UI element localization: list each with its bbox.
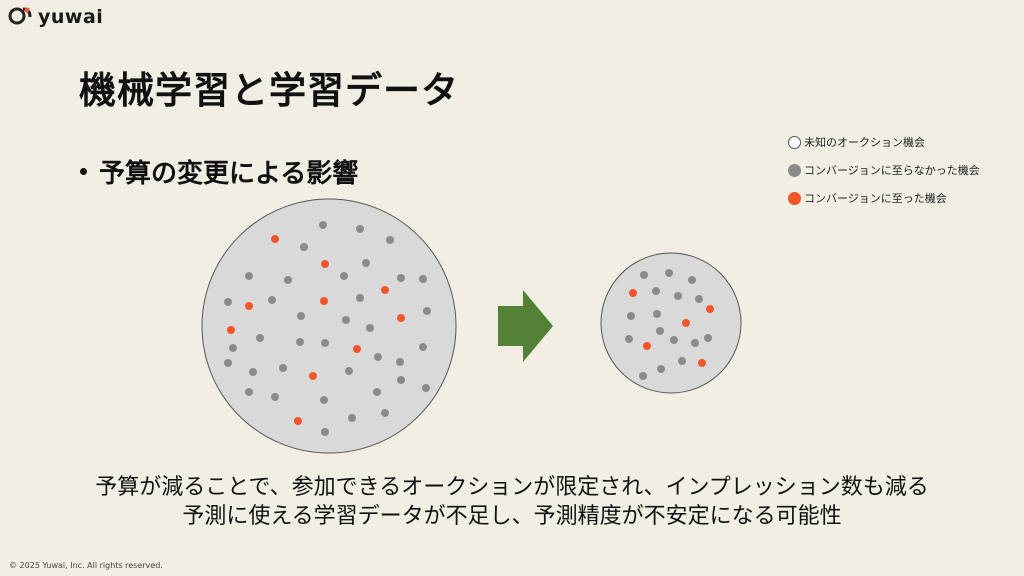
small-opportunity-circle bbox=[600, 252, 742, 394]
conversion-dot bbox=[682, 319, 690, 327]
copyright-footer: © 2025 Yuwai, Inc. All rights reserved. bbox=[9, 561, 163, 570]
no-conversion-dot bbox=[695, 295, 703, 303]
conversion-dot bbox=[321, 260, 329, 268]
no-conversion-dot bbox=[381, 409, 389, 417]
no-conversion-dot bbox=[674, 292, 682, 300]
no-conversion-dot bbox=[224, 359, 232, 367]
no-conversion-dot bbox=[627, 312, 635, 320]
slide-title: 機械学習と学習データ bbox=[79, 69, 459, 112]
no-conversion-dot bbox=[688, 276, 696, 284]
legend-item-conversion: コンバージョンに至った機会 bbox=[788, 190, 980, 206]
no-conversion-dot bbox=[340, 272, 348, 280]
no-conversion-dot bbox=[256, 334, 264, 342]
conversion-dot bbox=[245, 302, 253, 310]
no-conversion-dot bbox=[284, 276, 292, 284]
legend-label-conversion: コンバージョンに至った機会 bbox=[804, 192, 947, 205]
no-conversion-dot bbox=[268, 296, 276, 304]
no-conversion-dot bbox=[656, 327, 664, 335]
no-conversion-dot bbox=[345, 367, 353, 375]
conversion-dot bbox=[294, 417, 302, 425]
caption-line-2: 予測に使える学習データが不足し、予測精度が不安定になる可能性 bbox=[182, 504, 842, 529]
no-conversion-dot bbox=[422, 384, 430, 392]
legend-swatch-no-conversion bbox=[788, 163, 801, 177]
large-circle-dots bbox=[224, 221, 431, 436]
no-conversion-dot bbox=[665, 269, 673, 277]
legend-item-unknown: 未知のオークション機会 bbox=[788, 134, 980, 150]
conversion-dot bbox=[629, 289, 637, 297]
bullet-text: 予算の変更による影響 bbox=[99, 159, 359, 189]
bullet-dot bbox=[80, 168, 87, 175]
no-conversion-dot bbox=[356, 225, 364, 233]
conversion-dot bbox=[227, 326, 235, 334]
conversion-dot bbox=[706, 305, 714, 313]
legend: 未知のオークション機会 コンバージョンに至らなかった機会 コンバージョンに至った… bbox=[788, 134, 980, 206]
conversion-dot bbox=[271, 235, 279, 243]
yuwai-logo-icon bbox=[8, 7, 32, 25]
brand-name: yuwai bbox=[38, 6, 104, 28]
no-conversion-dot bbox=[704, 334, 712, 342]
no-conversion-dot bbox=[423, 307, 431, 315]
no-conversion-dot bbox=[362, 259, 370, 267]
legend-swatch-unknown bbox=[788, 135, 801, 149]
no-conversion-dot bbox=[396, 358, 404, 366]
no-conversion-dot bbox=[342, 316, 350, 324]
no-conversion-dot bbox=[374, 353, 382, 361]
no-conversion-dot bbox=[691, 339, 699, 347]
no-conversion-dot bbox=[386, 236, 394, 244]
no-conversion-dot bbox=[245, 388, 253, 396]
no-conversion-dot bbox=[271, 393, 279, 401]
no-conversion-dot bbox=[373, 388, 381, 396]
no-conversion-dot bbox=[397, 376, 405, 384]
conversion-dot bbox=[381, 286, 389, 294]
no-conversion-dot bbox=[678, 357, 686, 365]
legend-swatch-conversion bbox=[788, 191, 801, 205]
large-opportunity-circle bbox=[201, 198, 457, 454]
legend-label-no-conversion: コンバージョンに至らなかった機会 bbox=[804, 164, 980, 177]
no-conversion-dot bbox=[657, 365, 665, 373]
caption: 予算が減ることで、参加できるオークションが限定され、インプレッション数も減る 予… bbox=[0, 473, 1024, 531]
no-conversion-dot bbox=[670, 336, 678, 344]
no-conversion-dot bbox=[279, 364, 287, 372]
no-conversion-dot bbox=[366, 324, 374, 332]
no-conversion-dot bbox=[249, 368, 257, 376]
no-conversion-dot bbox=[348, 414, 356, 422]
no-conversion-dot bbox=[319, 221, 327, 229]
no-conversion-dot bbox=[300, 243, 308, 251]
no-conversion-dot bbox=[245, 272, 253, 280]
legend-label-unknown: 未知のオークション機会 bbox=[804, 136, 925, 149]
no-conversion-dot bbox=[320, 396, 328, 404]
no-conversion-dot bbox=[640, 271, 648, 279]
conversion-dot bbox=[397, 314, 405, 322]
no-conversion-dot bbox=[419, 343, 427, 351]
no-conversion-dot bbox=[297, 312, 305, 320]
no-conversion-dot bbox=[419, 275, 427, 283]
conversion-dot bbox=[353, 345, 361, 353]
brand-logo: yuwai bbox=[8, 6, 103, 28]
no-conversion-dot bbox=[397, 274, 405, 282]
conversion-dot bbox=[643, 342, 651, 350]
no-conversion-dot bbox=[653, 310, 661, 318]
no-conversion-dot bbox=[625, 335, 633, 343]
small-circle-dots bbox=[625, 269, 714, 380]
legend-item-no-conversion: コンバージョンに至らなかった機会 bbox=[788, 162, 980, 178]
conversion-dot bbox=[309, 372, 317, 380]
no-conversion-dot bbox=[224, 298, 232, 306]
no-conversion-dot bbox=[652, 287, 660, 295]
conversion-dot bbox=[320, 297, 328, 305]
no-conversion-dot bbox=[296, 338, 304, 346]
caption-line-1: 予算が減ることで、参加できるオークションが限定され、インプレッション数も減る bbox=[95, 475, 929, 500]
arrow-right-icon bbox=[498, 290, 553, 362]
no-conversion-dot bbox=[356, 294, 364, 302]
conversion-dot bbox=[698, 359, 706, 367]
no-conversion-dot bbox=[639, 372, 647, 380]
no-conversion-dot bbox=[321, 339, 329, 347]
no-conversion-dot bbox=[321, 428, 329, 436]
no-conversion-dot bbox=[229, 344, 237, 352]
bullet-point: 予算の変更による影響 bbox=[80, 153, 358, 190]
